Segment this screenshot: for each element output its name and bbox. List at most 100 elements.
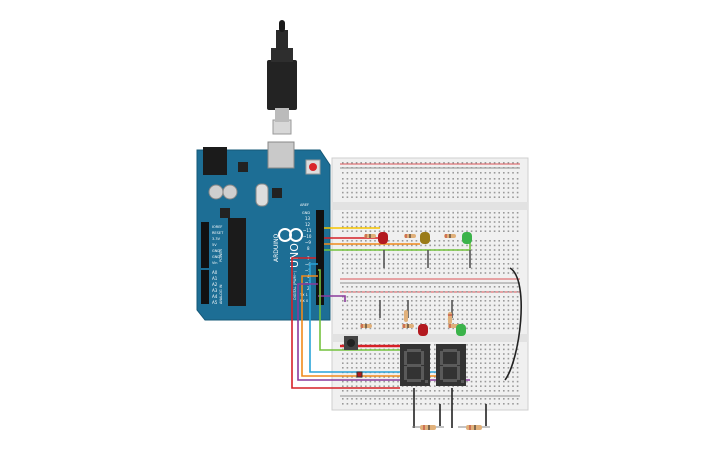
breadboard-hole [498, 390, 500, 392]
breadboard-hole [489, 344, 491, 346]
reset-button-icon[interactable] [305, 159, 321, 175]
breadboard-hole [397, 291, 399, 293]
breadboard-hole [424, 162, 427, 164]
breadboard-hole [360, 225, 362, 228]
breadboard-hole [512, 376, 514, 378]
breadboard-hole [507, 344, 510, 346]
breadboard-hole [489, 216, 491, 219]
breadboard-hole [420, 286, 422, 288]
breadboard-hole [369, 327, 372, 330]
breadboard-hole [342, 353, 344, 355]
breadboard-hole [466, 403, 468, 405]
breadboard-hole [470, 286, 473, 288]
breadboard-hole [378, 191, 381, 194]
breadboard-hole [406, 182, 408, 185]
breadboard-hole [383, 376, 385, 378]
breadboard-hole [369, 267, 372, 270]
breadboard-hole [411, 390, 413, 392]
breadboard-hole [365, 403, 367, 405]
breadboard-hole [489, 191, 491, 194]
breadboard-hole [516, 267, 519, 270]
breadboard-hole [415, 182, 418, 185]
breadboard-hole [503, 367, 505, 369]
breadboard-hole [342, 178, 344, 180]
breadboard-hole [466, 376, 468, 378]
breadboard-hole [507, 296, 510, 298]
breadboard-hole [503, 212, 505, 214]
breadboard-hole [397, 380, 399, 383]
breadboard-hole [507, 172, 510, 174]
breadboard-hole [503, 244, 505, 247]
breadboard-hole [466, 390, 468, 392]
breadboard-hole [355, 272, 358, 274]
breadboard-hole [388, 191, 390, 194]
breadboard-hole [484, 371, 487, 374]
breadboard-hole [424, 167, 427, 169]
breadboard-hole [438, 212, 441, 214]
breadboard-hole [397, 318, 399, 320]
breadboard-hole [342, 304, 344, 307]
breadboard-hole [447, 304, 450, 307]
breadboard-hole [392, 353, 395, 355]
breadboard-hole [434, 323, 436, 325]
breadboard-hole [512, 178, 514, 180]
breadboard-hole [355, 225, 358, 228]
breadboard-hole [466, 313, 468, 316]
breadboard-hole [466, 296, 468, 298]
breadboard-hole [466, 253, 468, 256]
breadboard-hole [516, 376, 519, 378]
breadboard-hole [388, 403, 390, 405]
breadboard-hole [438, 327, 441, 330]
breadboard-hole [489, 267, 491, 270]
pushbutton-icon[interactable] [344, 336, 358, 350]
breadboard-hole [342, 162, 344, 164]
breadboard-hole [489, 371, 491, 374]
breadboard-hole [503, 385, 505, 387]
breadboard-hole [429, 362, 431, 364]
breadboard-hole [438, 313, 441, 316]
breadboard-hole [388, 263, 390, 265]
breadboard-hole [457, 272, 459, 274]
breadboard-hole [466, 225, 468, 228]
resistor-9 [420, 425, 436, 430]
breadboard-hole [443, 187, 445, 189]
breadboard-hole [355, 390, 358, 392]
breadboard-hole [503, 172, 505, 174]
breadboard-hole [489, 318, 491, 320]
breadboard-hole [475, 240, 477, 242]
breadboard-hole [383, 162, 385, 164]
breadboard-hole [480, 258, 482, 260]
breadboard-hole [420, 296, 422, 298]
breadboard-hole [498, 344, 500, 346]
leds [378, 232, 472, 336]
breadboard-hole [360, 313, 362, 316]
breadboard-hole [360, 304, 362, 307]
breadboard-hole [516, 304, 519, 307]
breadboard-hole [420, 385, 422, 387]
breadboard-hole [493, 249, 496, 251]
breadboard-hole [443, 313, 445, 316]
breadboard-hole [355, 362, 358, 364]
breadboard-hole [388, 178, 390, 180]
breadboard-hole [360, 240, 362, 242]
breadboard-hole [470, 182, 473, 185]
breadboard-hole [493, 258, 496, 260]
breadboard-hole [503, 182, 505, 185]
breadboard-hole [378, 221, 381, 223]
breadboard-hole [351, 162, 353, 164]
breadboard-hole [420, 172, 422, 174]
resistor-8 [404, 310, 408, 322]
breadboard-hole [512, 371, 514, 374]
breadboard-hole [507, 258, 510, 260]
breadboard-hole [493, 263, 496, 265]
breadboard-hole [351, 182, 353, 185]
breadboard-hole [484, 182, 487, 185]
breadboard-hole [374, 313, 376, 316]
breadboard-hole [351, 318, 353, 320]
breadboard-hole [355, 191, 358, 194]
breadboard-hole [369, 367, 372, 369]
breadboard-hole [503, 362, 505, 364]
breadboard-hole [406, 244, 408, 247]
breadboard-hole [452, 403, 454, 405]
breadboard-hole [429, 258, 431, 260]
